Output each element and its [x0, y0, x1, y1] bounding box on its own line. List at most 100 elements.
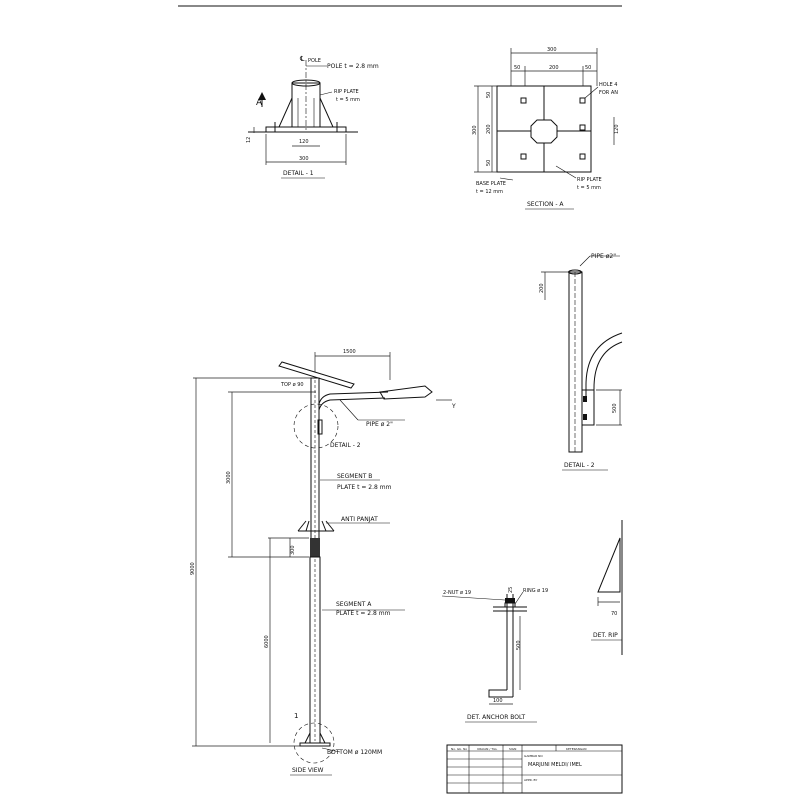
detail2-title: DETAIL - 2 [564, 462, 595, 469]
title-block-row1-label: GAMBAR NO [524, 754, 543, 758]
anchor-ring [504, 602, 516, 608]
side-top-label: TOP ø 90 [280, 382, 304, 388]
detail1-dim-height: 12 [246, 137, 252, 143]
detail1-dim-width: 300 [299, 156, 309, 162]
sectionA-rib-leader [555, 165, 577, 179]
detail2-bracket [581, 389, 595, 426]
side-base-rib [304, 732, 311, 744]
title-block-project: MARJUNI MELDI/ IMEL [528, 762, 582, 768]
detail1-centerline-symbol: ℄ [300, 55, 305, 63]
title-block-row2-label: APPR. BY [524, 778, 537, 782]
anchor-dim-top: 25 [508, 587, 514, 593]
sectionA-hole-label: HOLE 4 [599, 82, 617, 88]
sectionA-pipe [530, 119, 558, 144]
detail2-pipe-leader [579, 255, 591, 267]
side-base-rib [319, 732, 326, 744]
side-pipe-label: PIPE ø 2" [366, 421, 393, 428]
anchor-nut-label: 2-NUT ø 19 [443, 590, 471, 596]
detail2-pipe-arm-outer [585, 332, 623, 400]
title-block-h2: URAIAN / TGL [477, 747, 497, 751]
side-base-plate [299, 742, 331, 747]
detail1-pole-thickness: POLE t = 2.8 mm [327, 63, 379, 70]
detail1-section-arrow [258, 92, 266, 100]
side-joint [310, 538, 320, 557]
detail1-rib-thickness: t = 5 mm [336, 97, 360, 103]
side-dim-arm: 1500 [343, 349, 356, 355]
anchor-ring-leader [514, 591, 524, 605]
sectionA-dim-right-inner: 120 [614, 124, 620, 134]
sectionA-rib-label: RIP PLATE [577, 177, 602, 183]
sectionA-title: SECTION - A [527, 201, 564, 208]
sectionA-hole [579, 124, 586, 131]
detail2-pipe-arm-inner [593, 341, 623, 400]
title-block-h1: No. Gb. No [451, 747, 467, 751]
sectionA-hole-leader [584, 86, 599, 99]
side-dim-total: 9000 [190, 562, 196, 575]
detail1-rib-label: RIP PLATE [334, 89, 359, 95]
side-dim-overlap: 300 [290, 545, 296, 555]
title-block-h3: SIGN [509, 747, 516, 751]
side-anti-panjat-label: ANTI PANJAT [341, 516, 378, 523]
anchor-title: DET. ANCHOR BOLT [467, 714, 526, 721]
sectionA-rib-thickness: t = 5 mm [577, 185, 601, 191]
sectionA-dim-side-total: 300 [472, 125, 478, 135]
rib-triangle [597, 537, 621, 593]
anchor-nut-leader [441, 595, 506, 601]
anchor-hook [488, 689, 513, 698]
sectionA-hole [520, 153, 527, 160]
sectionA-dim-mid: 200 [549, 65, 559, 71]
title-block-frame [446, 744, 623, 794]
side-detail1-ref: 1 [294, 712, 298, 720]
detail2-bolt-bottom [583, 414, 587, 420]
detail-2: 200 500 PIPE ø2" DETAIL - 2 [539, 253, 623, 471]
side-detail2-ref: DETAIL - 2 [330, 442, 361, 449]
side-bracket [317, 419, 323, 435]
side-anti-panjat-spike [305, 520, 310, 532]
sectionA-base-thickness: t = 12 mm [476, 189, 503, 195]
detail1-rib-leader [319, 91, 333, 96]
sectionA-base-label: BASE PLATE [476, 181, 506, 187]
side-marker-y: Y [451, 403, 456, 410]
rib-dim: 70 [611, 611, 617, 617]
side-plate-b-label: PLATE t = 2.8 mm [337, 484, 392, 491]
side-segment-b-label: SEGMENT B [337, 473, 372, 480]
rib-title: DET. RIP [593, 632, 618, 639]
side-plate-a-label: PLATE t = 2.8 mm [336, 610, 391, 617]
sectionA-dim-total: 300 [547, 47, 557, 53]
anchor-bolt: 500 100 25 2-NUT ø 19 RING ø 19 DET. ANC… [441, 587, 548, 723]
sectionA-dim-left: 50 [514, 65, 520, 71]
detail2-bolt-top [583, 396, 587, 402]
side-view: 1500 TOP ø 90 Y PIPE ø 2" DETAIL - 2 SEG… [190, 349, 456, 776]
side-pipe-leader [339, 399, 359, 421]
anchor-ring-label: RING ø 19 [523, 588, 548, 594]
side-lamp-head [379, 385, 433, 400]
sectionA-dim-right: 50 [585, 65, 591, 71]
sectionA-hole [520, 97, 527, 104]
detail-1: A ℄ POLE POLE t = 2.8 mm RIP PLATE t = 5… [246, 55, 379, 179]
title-block-h4: KETERANGAN [566, 747, 586, 751]
side-anti-panjat-spike [297, 520, 307, 532]
detail1-section-marker: A [256, 98, 263, 108]
sectionA-base-leader [499, 177, 514, 181]
side-view-title: SIDE VIEW [292, 767, 324, 774]
detail1-rib-left [278, 97, 293, 128]
anchor-nut [505, 598, 515, 603]
sectionA-hole [579, 153, 586, 160]
side-segment-a-label: SEGMENT A [336, 601, 372, 608]
detail1-rib-right [319, 97, 334, 128]
sectionA-dim-side-bottom: 50 [486, 160, 492, 166]
side-dim-seg-a: 6000 [264, 635, 270, 648]
sectionA-hole-label2: FOR AN [599, 90, 618, 96]
side-dim-seg-b: 3000 [226, 471, 232, 484]
section-a: 300 50 200 50 300 50 200 50 120 HOLE 4 F… [472, 47, 620, 210]
side-bottom-leader [321, 747, 341, 753]
detail2-dim-top: 200 [539, 283, 545, 293]
title-block: No. Gb. No URAIAN / TGL SIGN KETERANGAN … [446, 744, 623, 794]
side-anti-panjat-spike [321, 520, 327, 532]
detail1-title: DETAIL - 1 [283, 170, 314, 177]
side-anti-panjat-spike [325, 520, 335, 532]
detail2-dim-bracket: 500 [612, 403, 618, 413]
detail1-dim-inner: 120 [299, 139, 309, 145]
anchor-dim-length: 500 [516, 640, 522, 650]
